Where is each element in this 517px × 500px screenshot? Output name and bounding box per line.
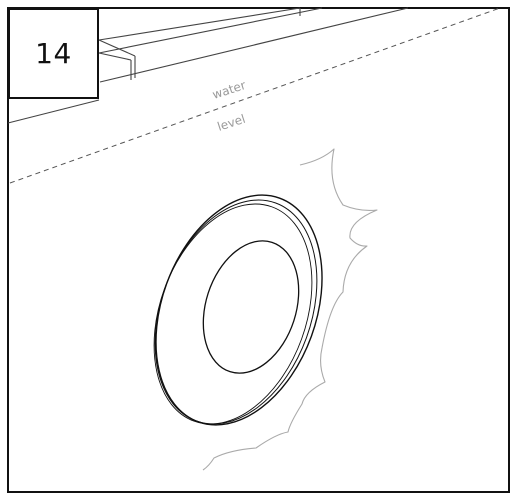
panel-border — [7, 7, 510, 493]
burst-outline — [202, 148, 378, 471]
step-number: 14 — [35, 36, 72, 70]
water-label: water — [211, 78, 248, 102]
fitting-faceplate — [153, 194, 323, 426]
step-number-box: 14 — [8, 8, 99, 99]
faceplate-outer-ring — [155, 194, 323, 426]
faceplate-back-ring — [153, 203, 313, 425]
water-level-line — [9, 7, 501, 184]
pool-coping — [7, 7, 409, 124]
level-label: level — [216, 112, 247, 134]
faceplate-inner-opening — [202, 240, 300, 374]
